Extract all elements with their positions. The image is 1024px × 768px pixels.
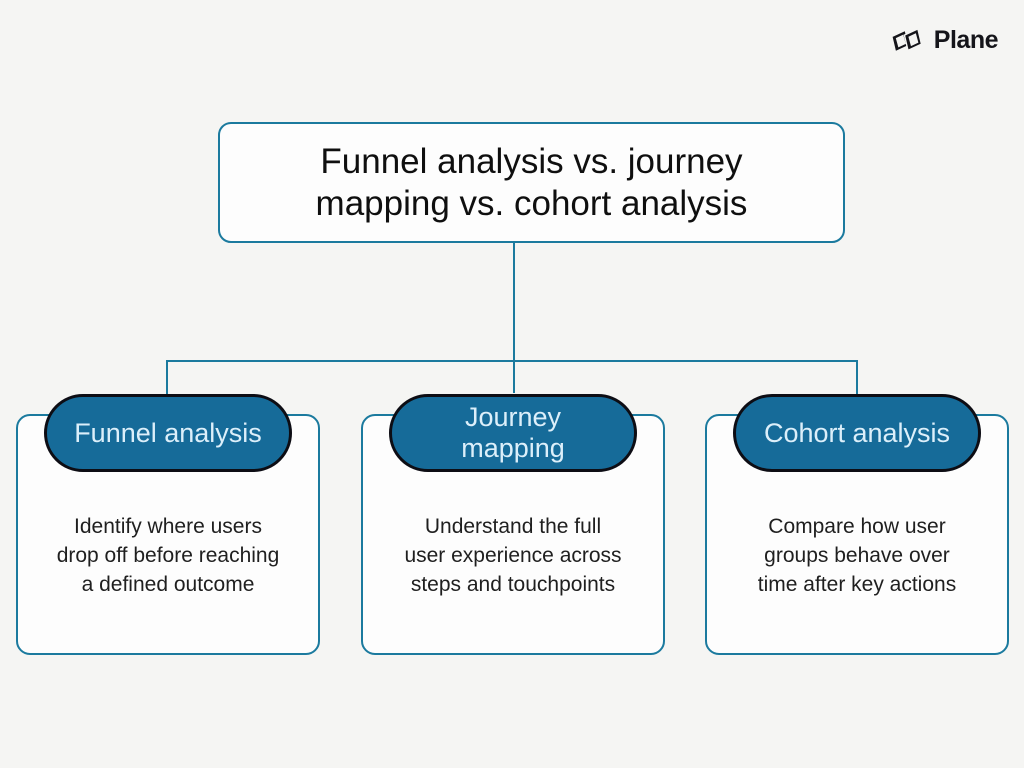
branch-pill-funnel-analysis: Funnel analysis: [44, 394, 292, 472]
branch-label: Funnel analysis: [74, 417, 262, 448]
branch-description: Compare how user groups behave over time…: [757, 515, 957, 596]
branch-description: Understand the full user experience acro…: [404, 515, 622, 596]
branch-pill-journey-mapping: Journey mapping: [389, 394, 637, 472]
plane-logo-text: Plane: [933, 26, 999, 54]
branch-card-journey-mapping: Journey mapping Understand the full user…: [361, 394, 665, 655]
branch-label: Cohort analysis: [763, 417, 951, 448]
branch-description: Identify where users drop off before rea…: [56, 515, 280, 596]
diagram-title: Funnel analysis vs. journey mapping vs. …: [315, 141, 748, 223]
plane-logo-icon: [890, 27, 923, 53]
diagram-title-box: Funnel analysis vs. journey mapping vs. …: [218, 122, 845, 243]
branch-card-funnel-analysis: Funnel analysis Identify where users dro…: [16, 394, 320, 655]
branch-pill-cohort-analysis: Cohort analysis: [733, 394, 981, 472]
branch-card-cohort-analysis: Cohort analysis Compare how user groups …: [705, 394, 1009, 655]
branch-label: Journey mapping: [461, 402, 565, 463]
plane-logo: Plane: [890, 26, 999, 55]
